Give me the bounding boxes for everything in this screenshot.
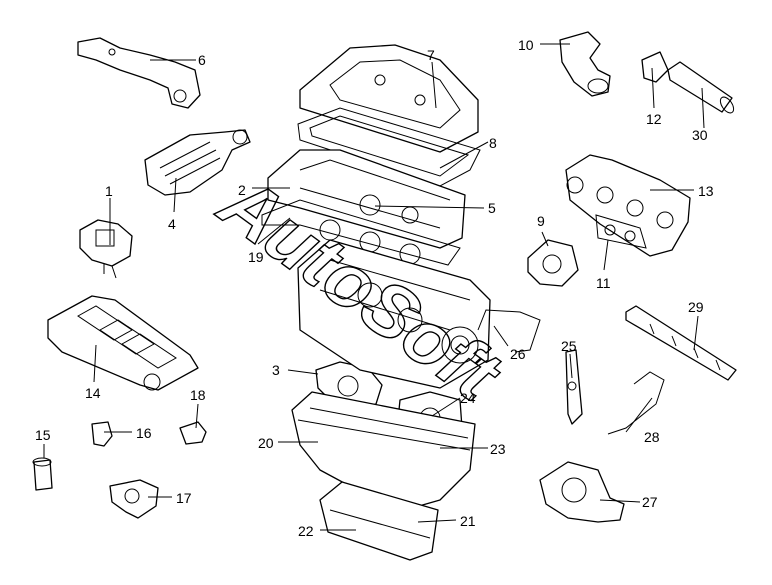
part-exhaust-manifold — [565, 154, 691, 257]
leader-lines — [43, 43, 705, 531]
part-pipe — [667, 61, 735, 114]
callout-6: 6 — [198, 52, 206, 68]
callout-29: 29 — [688, 299, 704, 315]
callout-10: 10 — [518, 37, 534, 53]
callout-labels: 1 2 3 4 5 6 7 8 9 10 11 12 13 14 15 16 1… — [35, 37, 714, 539]
part-plug — [91, 421, 113, 447]
part-engine-block — [297, 239, 491, 389]
callout-7: 7 — [427, 47, 435, 63]
callout-8: 8 — [489, 135, 497, 151]
callout-16: 16 — [136, 425, 152, 441]
callout-11: 11 — [596, 275, 611, 291]
part-oil-pan — [291, 391, 476, 513]
callout-19: 19 — [248, 249, 264, 265]
part-connector — [641, 51, 669, 83]
part-valve-cover — [299, 44, 479, 153]
callout-26: 26 — [510, 346, 526, 362]
callout-23: 23 — [490, 441, 506, 457]
callout-22: 22 — [298, 523, 314, 539]
callout-28: 28 — [644, 429, 660, 445]
part-lower-pan — [319, 481, 439, 561]
part-valve — [109, 479, 159, 519]
callout-30: 30 — [692, 127, 708, 143]
callout-13: 13 — [698, 183, 714, 199]
part-small-cylinder — [32, 457, 53, 491]
part-bracket — [77, 37, 201, 109]
callout-25: 25 — [561, 338, 577, 354]
callout-27: 27 — [642, 494, 658, 510]
callout-21: 21 — [460, 513, 476, 529]
callout-15: 15 — [35, 427, 51, 443]
part-clip — [179, 421, 207, 445]
part-cylinder-head — [267, 149, 466, 249]
callout-17: 17 — [176, 490, 192, 506]
part-high-pressure-pump — [539, 461, 625, 523]
part-hose — [559, 31, 611, 97]
callout-4: 4 — [168, 216, 176, 232]
callout-20: 20 — [258, 435, 274, 451]
callout-18: 18 — [190, 387, 206, 403]
part-cover-gasket — [297, 107, 481, 187]
callout-2: 2 — [238, 182, 246, 198]
part-oil-pipe — [477, 309, 541, 353]
part-manifold-cover — [47, 295, 199, 391]
callout-14: 14 — [85, 385, 101, 401]
callout-24: 24 — [460, 390, 476, 406]
part-injector — [565, 349, 583, 425]
callout-3: 3 — [272, 362, 280, 378]
part-sensor-module — [79, 219, 133, 279]
callout-1: 1 — [105, 183, 113, 199]
part-thermostat-housing — [527, 239, 579, 287]
callout-9: 9 — [537, 213, 545, 229]
callout-12: 12 — [646, 111, 662, 127]
callout-5: 5 — [488, 200, 496, 216]
part-fuel-line — [607, 371, 665, 435]
part-exhaust-gasket — [595, 214, 647, 249]
part-intake-duct — [144, 129, 251, 196]
part-fuel-rail — [625, 305, 737, 381]
